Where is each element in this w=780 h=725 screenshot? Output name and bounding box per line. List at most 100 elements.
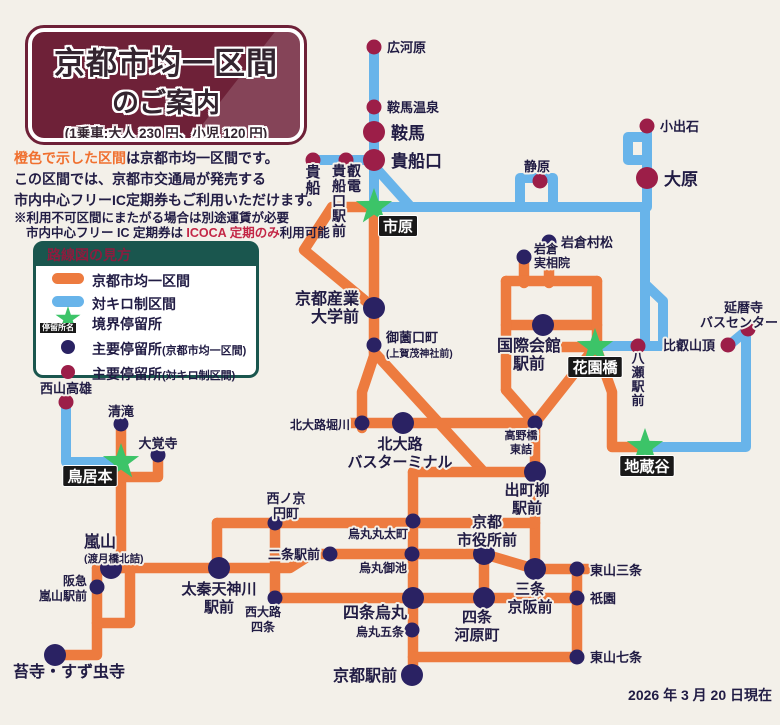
legend-item-boundary-stop: 停留所名 境界停留所 [36, 306, 256, 336]
station-dot-阪急嵐山駅前 [89, 579, 105, 595]
legend-item-label: 境界停留所 [92, 316, 162, 332]
date-note: 2026 年 3 月 20 日現在 [628, 687, 772, 703]
station-label-清滝: 清滝 [108, 404, 134, 419]
station-label-四条烏丸: 四条烏丸 [343, 603, 408, 622]
intro-paragraph: 橙色で示した区間は京都市均一区間です。 この区間では、京都市交通局が発売する 市… [14, 148, 344, 241]
station-label-高野橋東詰: 高野橋 [505, 428, 539, 442]
station-label-八瀬駅前: 駅 [630, 379, 645, 394]
station-dot-貴船 [305, 152, 321, 168]
station-label-国際会館駅前: 国際会館 [497, 336, 561, 355]
boundary-tag-label-鳥居本: 鳥居本 [67, 467, 112, 485]
station-dot-北大路バスターミナル [392, 412, 414, 434]
station-label-四条河原町: 河原町 [454, 626, 499, 644]
station-dot-太秦天神川駅前 [208, 557, 230, 579]
station-dot-叡電貴船口駅前 [338, 152, 354, 168]
station-label-叡電貴船口駅前: 駅 [332, 208, 347, 224]
boundary-tag-label-地蔵谷: 地蔵谷 [624, 457, 670, 475]
station-dot-苔寺・すず虫寺 [44, 644, 66, 666]
station-label-大原: 大原 [664, 169, 698, 189]
station-dot-清滝 [113, 416, 129, 432]
station-label-延暦寺バスセンター: バスセンター [700, 315, 778, 330]
boundary-tag-市原 [378, 215, 418, 237]
station-label-太秦天神川駅前: 駅前 [203, 598, 234, 616]
blue-line-swatch [46, 291, 90, 312]
legend-item-uniform-zone: 京都市均一区間 [36, 268, 256, 290]
legend-item-major-stop-kilo: 主要停留所(対キロ制区間) [36, 361, 256, 383]
station-label-烏丸五条: 烏丸五条 [356, 624, 405, 639]
boundary-star-鳥居本 [102, 443, 140, 478]
stop-name-tag: 停留所名 [40, 323, 76, 333]
station-dot-四条烏丸 [402, 587, 424, 609]
station-dot-京都駅前 [401, 664, 423, 686]
legend-item-label: 主要停留所(京都市均一区間) [92, 341, 247, 357]
legend-item-label: 主要停留所(対キロ制区間) [92, 366, 236, 382]
station-dot-大原 [636, 167, 658, 189]
station-label-比叡山頂: 比叡山頂 [663, 338, 716, 353]
legend-item-major-stop-uniform: 主要停留所(京都市均一区間) [36, 336, 256, 358]
boundary-star-地蔵谷 [626, 428, 664, 463]
station-label-苔寺・すず虫寺: 苔寺・すず虫寺 [13, 662, 125, 681]
station-label-二条駅前: 二条駅前 [268, 547, 320, 562]
boundary-star-市原 [355, 188, 393, 223]
station-label-出町柳駅前: 出町柳 [504, 481, 549, 499]
station-dot-三条京阪前 [524, 558, 546, 580]
route-segment-orange [298, 201, 380, 314]
station-label-小出石: 小出石 [660, 119, 699, 134]
station-label-叡電貴船口駅前: 叡 [346, 163, 361, 179]
station-dot-比叡山頂 [720, 337, 736, 353]
station-label-大覚寺: 大覚寺 [138, 436, 177, 451]
intro-highlight-orange: 橙色で示した区間 [14, 150, 126, 166]
station-dot-嵐山(渡月橋北詰) [100, 557, 122, 579]
maroon-dot-icon [46, 361, 90, 384]
page-title-line2: のご案内 [112, 88, 220, 118]
station-dot-小出石 [639, 118, 655, 134]
station-label-鞍馬温泉: 鞍馬温泉 [387, 100, 440, 115]
boundary-tag-label-市原: 市原 [383, 217, 413, 235]
legend-item-label: 対キロ制区間 [92, 296, 176, 312]
station-label-御薗口町(上賀茂神社前): 御薗口町 [385, 330, 438, 345]
station-dot-鞍馬 [363, 121, 385, 143]
station-label-岩倉実相院: 岩倉 [533, 241, 559, 256]
station-label-阪急嵐山駅前: 阪急 [63, 573, 87, 588]
intro-note-2-pre: 市内中心フリー IC 定期券は [26, 226, 187, 240]
station-dot-四条河原町 [473, 587, 495, 609]
station-label-北大路バスターミナル: バスターミナル [347, 454, 452, 471]
station-dot-広河原 [366, 39, 382, 55]
legend: 路線図の見方 京都市均一区間 対キロ制区間 停留所名 境界停留所 主要停留所(京… [33, 241, 259, 382]
station-dot-岩倉実相院 [516, 249, 532, 265]
station-dot-京都市役所前 [473, 543, 495, 565]
boundary-tag-鳥居本 [62, 465, 118, 487]
station-label-貴船: 貴 [305, 163, 320, 181]
route-segment-orange [91, 548, 594, 575]
station-label-叡電貴船口駅前: 船 [332, 178, 346, 194]
station-dot-御薗口町(上賀茂神社前) [366, 337, 382, 353]
route-segment-blue [643, 326, 751, 452]
station-dot-八瀬駅前 [630, 338, 646, 354]
station-label-祇園: 祇園 [589, 591, 616, 606]
station-dot-烏丸御池 [404, 546, 420, 562]
station-label-京都駅前: 京都駅前 [333, 666, 397, 685]
station-label-叡電貴船口駅前: 貴 [332, 163, 346, 179]
station-label-静原: 静原 [524, 159, 550, 174]
station-label-広河原: 広河原 [387, 40, 426, 55]
station-label-北大路堀川: 北大路堀川 [290, 417, 350, 432]
station-label-貴船: 船 [305, 179, 320, 197]
intro-line-1-rest: は京都市均一区間です。 [126, 150, 279, 166]
boundary-star-花園橋 [576, 328, 614, 363]
station-label-東山七条: 東山七条 [590, 650, 643, 665]
station-dot-延暦寺バスセンター [740, 321, 756, 337]
station-dot-二条駅前 [322, 546, 338, 562]
station-label-京都産業大学前: 京都産業 [295, 289, 360, 308]
station-label-叡電貴船口駅前: 前 [332, 223, 346, 239]
station-dot-大覚寺 [150, 447, 166, 463]
station-dot-高野橋東詰 [527, 415, 543, 431]
station-label-高野橋東詰: 東詰 [510, 442, 532, 456]
station-label-京都市役所前: 市役所前 [457, 531, 517, 549]
station-dot-烏丸丸太町 [405, 513, 421, 529]
station-dot-東山三条 [569, 561, 585, 577]
route-segment-orange [356, 201, 380, 434]
station-label-御薗口町(上賀茂神社前): (上賀茂神社前) [386, 347, 453, 360]
station-dot-国際会館駅前 [532, 314, 554, 336]
boundary-tag-花園橋 [567, 356, 623, 378]
